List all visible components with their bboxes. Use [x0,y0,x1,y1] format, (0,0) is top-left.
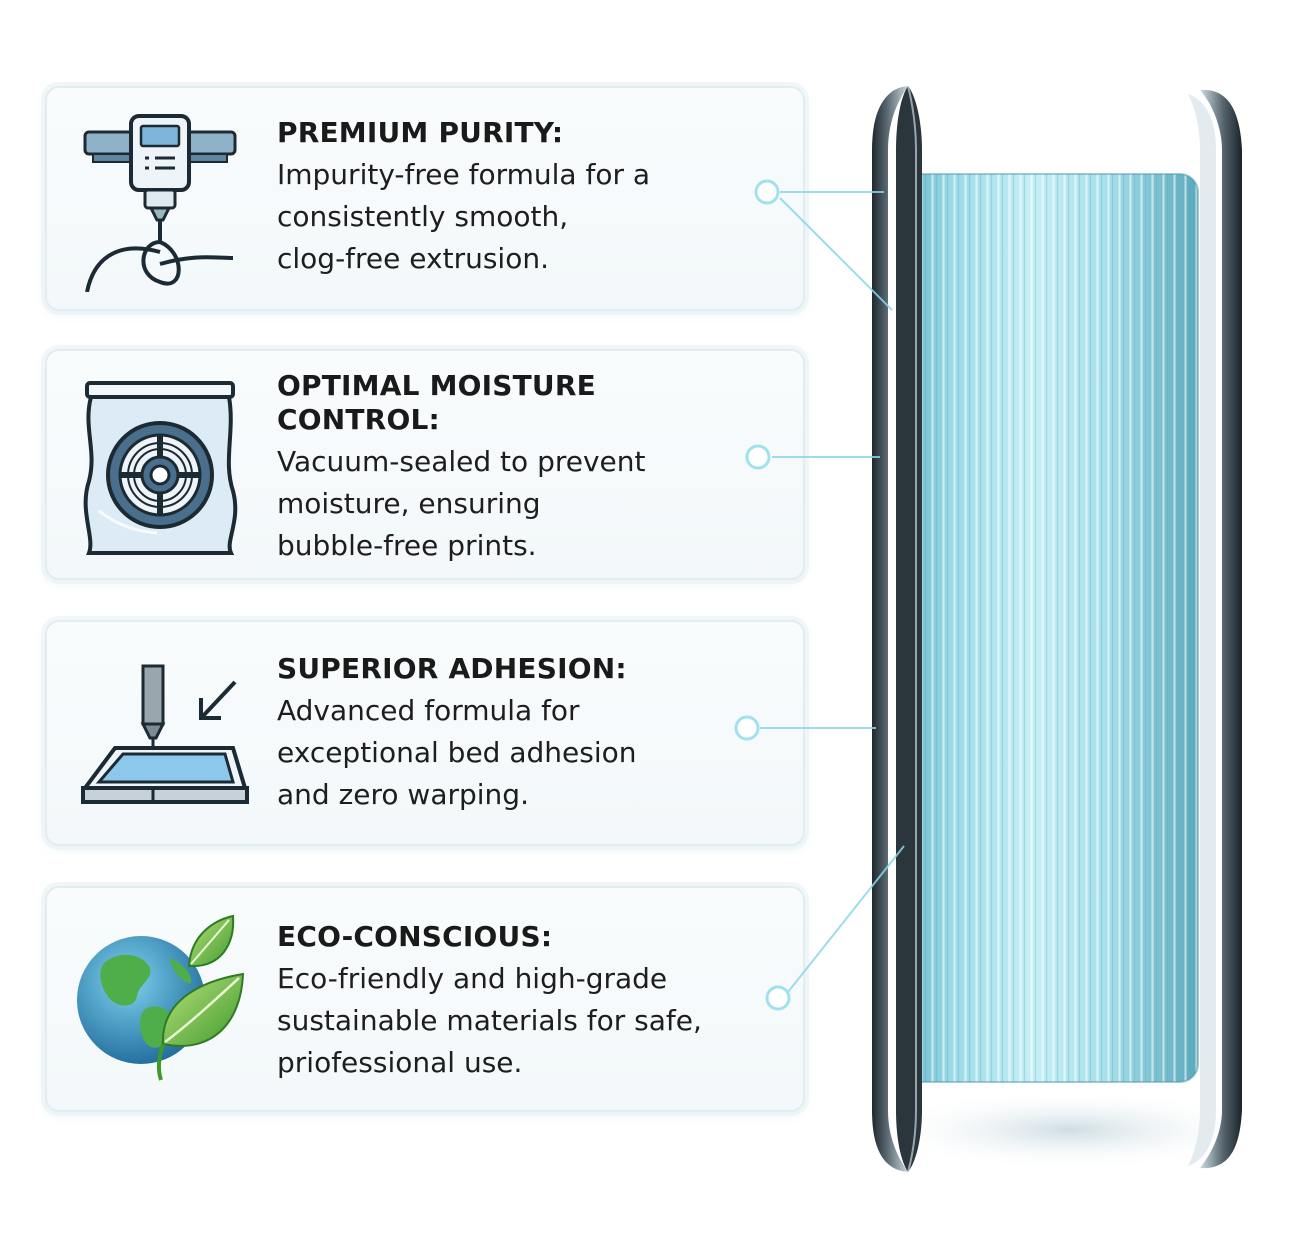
feature-card-moisture-control: OPTIMAL MOISTURE CONTROL: Vacuum-sealed … [45,349,805,580]
extruder-nozzle-icon [83,114,237,292]
vacuum-sealed-spool-icon [83,381,238,555]
feature-title: OPTIMAL MOISTURE CONTROL: [277,369,596,436]
feature-text: PREMIUM PURITY: Impurity-free formula fo… [277,116,783,280]
feature-title: ECO-CONSCIOUS: [277,920,553,953]
print-bed-adhesion-icon [81,664,249,804]
feature-text: ECO-CONSCIOUS: Eco-friendly and high-gra… [277,920,783,1084]
feature-title: PREMIUM PURITY: [277,116,564,149]
feature-text: OPTIMAL MOISTURE CONTROL: Vacuum-sealed … [277,369,783,567]
feature-description: Advanced formula for exceptional bed adh… [277,694,637,811]
feature-description: Vacuum-sealed to prevent moisture, ensur… [277,445,646,562]
filament-spool-image [870,85,1270,1173]
feature-description: Eco-friendly and high-grade sustainable … [277,962,702,1079]
feature-text: SUPERIOR ADHESION: Advanced formula for … [277,652,783,816]
feature-title: SUPERIOR ADHESION: [277,652,627,685]
feature-description: Impurity-free formula for a consistently… [277,158,651,275]
feature-card-superior-adhesion: SUPERIOR ADHESION: Advanced formula for … [45,620,805,846]
eco-globe-leaves-icon [77,914,245,1081]
feature-card-eco-conscious: ECO-CONSCIOUS: Eco-friendly and high-gra… [45,886,805,1112]
feature-card-premium-purity: PREMIUM PURITY: Impurity-free formula fo… [45,86,805,311]
